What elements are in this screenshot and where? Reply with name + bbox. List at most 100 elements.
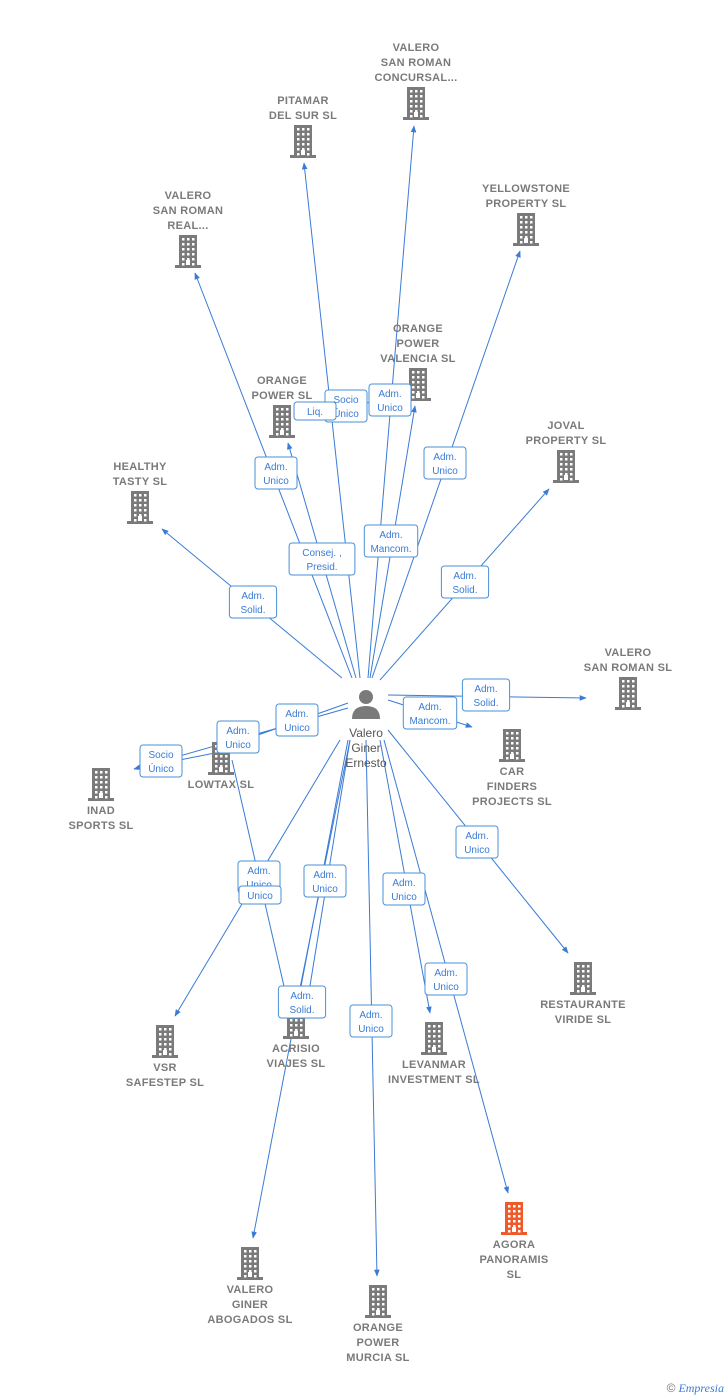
relation-label-text: Adm. (378, 389, 401, 400)
relation-label[interactable]: Adm.Unico (424, 962, 468, 996)
company-name-line: INAD (87, 805, 115, 817)
relation-label[interactable]: Adm.Solid. (228, 585, 278, 619)
relation-label-text: Socio (148, 750, 173, 761)
relation-label-box (363, 524, 419, 558)
relation-label-text: Unico (464, 845, 490, 856)
relation-label-text: Unico (433, 982, 459, 993)
relation-label-text: Solid. (289, 1005, 314, 1016)
company-name-line: PANORAMIS (479, 1254, 548, 1266)
relation-label-text: Unico (432, 466, 458, 477)
relation-label-text: Adm. (359, 1010, 382, 1021)
relation-label-text: Mancom. (370, 544, 411, 555)
company-name-line: PROJECTS SL (472, 796, 552, 808)
relation-label-text: Unico (284, 723, 310, 734)
relation-label-text: Adm. (226, 726, 249, 737)
relation-label[interactable]: Adm.Unico (303, 864, 347, 898)
relation-label-text: Adm. (392, 878, 415, 889)
company-name-line: SAN ROMAN (153, 205, 224, 217)
building-icon (501, 1202, 527, 1235)
relation-label-text: Unico (225, 740, 251, 751)
relation-label-box (423, 446, 467, 480)
relation-label-text: Adm. (474, 684, 497, 695)
company-name-line: CAR (500, 766, 525, 778)
relation-label-box (303, 864, 347, 898)
relation-label[interactable]: Adm. Unico (216, 720, 260, 754)
company-name-line: POWER (396, 338, 439, 350)
company-name-line: RESTAURANTE (540, 999, 626, 1011)
relation-label-text: Unico (358, 1024, 384, 1035)
building-icon (127, 491, 153, 524)
company-name-line: AGORA (493, 1239, 535, 1251)
company-name-line: HEALTHY (113, 461, 167, 473)
brand-logo: ©Empresia (667, 1381, 724, 1396)
company-name-line: ORANGE (257, 375, 307, 387)
building-icon (499, 729, 525, 762)
relation-label-box (277, 985, 327, 1019)
company-name-line: LOWTAX SL (188, 779, 255, 791)
relation-label[interactable]: Adm.Unico (368, 383, 412, 417)
relation-label[interactable]: Adm.Unico (455, 825, 499, 859)
company-name-line: VIAJES SL (267, 1058, 326, 1070)
relation-label-text: Adm. (285, 709, 308, 720)
relation-label-box (254, 456, 298, 490)
relation-label[interactable]: Adm. Unico (349, 1004, 393, 1038)
relation-label-text: Socio (333, 395, 358, 406)
company-name-line: JOVAL (547, 420, 584, 432)
relation-label-text: Adm. (264, 462, 287, 473)
relation-label[interactable]: Unico (238, 885, 282, 905)
building-icon (88, 768, 114, 801)
relation-label-text: Adm. (290, 991, 313, 1002)
relation-label[interactable]: Adm. Unico (275, 703, 319, 737)
company-name-line: REAL... (167, 220, 208, 232)
relation-label[interactable]: Adm.Unico (423, 446, 467, 480)
relation-label-text: Consej. , (302, 548, 341, 559)
building-icon (421, 1022, 447, 1055)
relation-label-box (288, 542, 356, 576)
company-name-line: LEVANMAR (402, 1059, 466, 1071)
relation-label[interactable]: Adm.Solid. (461, 678, 511, 712)
company-node-restaurante-viride[interactable]: RESTAURANTE VIRIDE SL (540, 962, 626, 1026)
relation-label-box (238, 885, 282, 905)
building-icon (365, 1285, 391, 1318)
company-name-line: SAFESTEP SL (126, 1077, 204, 1089)
relation-label[interactable]: Liq. (293, 401, 337, 421)
relation-label[interactable]: Adm.Unico (254, 456, 298, 490)
company-node-valero-san-roman-real[interactable]: VALERO SAN ROMAN REAL... (153, 190, 224, 268)
company-name-line: VIRIDE SL (555, 1014, 612, 1026)
relation-label[interactable]: Adm.Unico (382, 872, 426, 906)
company-name-line: VALERO (393, 42, 440, 54)
person-icon (352, 690, 380, 719)
company-name-line: VALERO (165, 190, 212, 202)
building-icon (237, 1247, 263, 1280)
relation-label[interactable]: Adm. Solid. (277, 985, 327, 1019)
relation-label-box (424, 962, 468, 996)
relation-label-box (349, 1004, 393, 1038)
relation-label-box (216, 720, 260, 754)
relation-label[interactable]: Adm.Solid. (440, 565, 490, 599)
company-name-line: PITAMAR (277, 95, 328, 107)
company-name-line: SAN ROMAN SL (584, 662, 673, 674)
relation-label[interactable]: Consej. ,Presid. (288, 542, 356, 576)
relation-label[interactable]: Adm.Mancom. (363, 524, 419, 558)
relation-label[interactable]: Adm.Mancom. (402, 696, 458, 730)
company-name-line: MURCIA SL (346, 1352, 409, 1364)
building-icon (615, 677, 641, 710)
